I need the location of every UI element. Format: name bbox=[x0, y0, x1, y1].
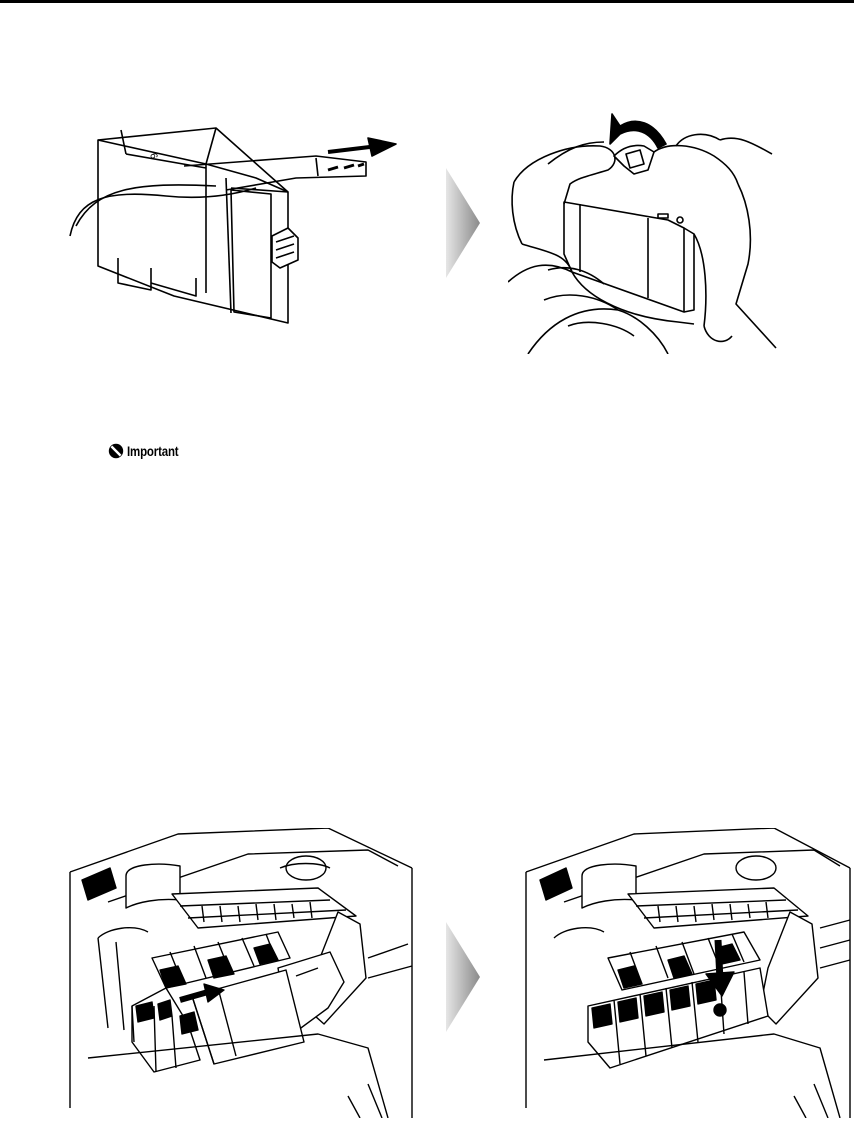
prohibited-icon bbox=[108, 443, 124, 459]
important-label: Important bbox=[127, 443, 178, 459]
step-arrow-icon bbox=[446, 168, 480, 283]
important-notice: Important bbox=[108, 443, 190, 459]
cartridge-tape-figure: 6 bbox=[66, 118, 416, 333]
header-rule bbox=[0, 0, 854, 3]
cap-removal-figure bbox=[508, 104, 778, 354]
step-arrow-icon-2 bbox=[446, 922, 480, 1037]
cartridge-press-figure bbox=[524, 828, 852, 1118]
cartridge-insert-figure bbox=[68, 828, 414, 1118]
